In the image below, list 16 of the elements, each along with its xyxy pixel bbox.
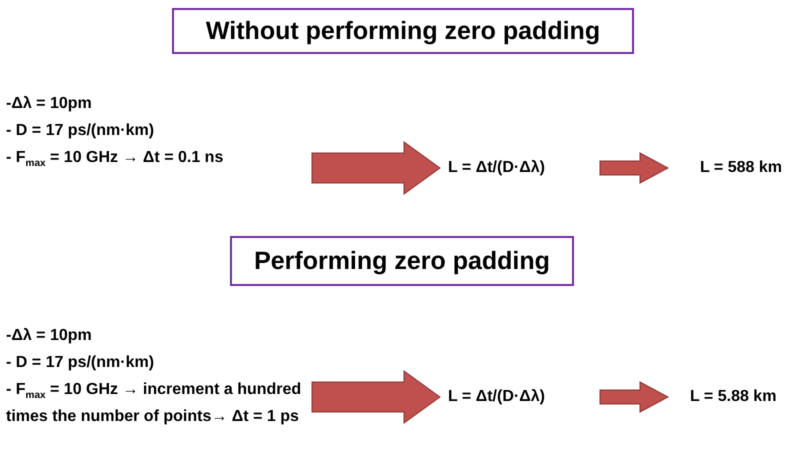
block-arrow <box>600 381 670 413</box>
result-text: L = 588 km <box>668 150 804 186</box>
title-box: Performing zero padding <box>230 236 574 286</box>
block-arrow <box>312 141 441 195</box>
block-arrow <box>600 152 670 184</box>
result-text: L = 5.88 km <box>668 380 808 414</box>
formula-text: L = Δt/(D·Δλ) <box>440 150 600 186</box>
parameter-line: - F$_{max}$ = 10 GHz → increment a hundred times the number of points→ Δt = 1 ps <box>6 380 302 427</box>
parameter-line: - F$_{max}$ = 10 GHz → Δt = 0.1 ns <box>6 148 224 171</box>
parameter-line: -Δλ = 10pm <box>6 94 93 114</box>
block-arrow <box>312 370 441 424</box>
parameter-line: -Δλ = 10pm <box>6 326 93 346</box>
parameter-line: - D = 17 ps/(nm·km) <box>6 353 156 373</box>
formula-text: L = Δt/(D·Δλ) <box>440 380 600 414</box>
title-box: Without performing zero padding <box>172 8 634 54</box>
parameter-line: - D = 17 ps/(nm·km) <box>6 121 156 141</box>
